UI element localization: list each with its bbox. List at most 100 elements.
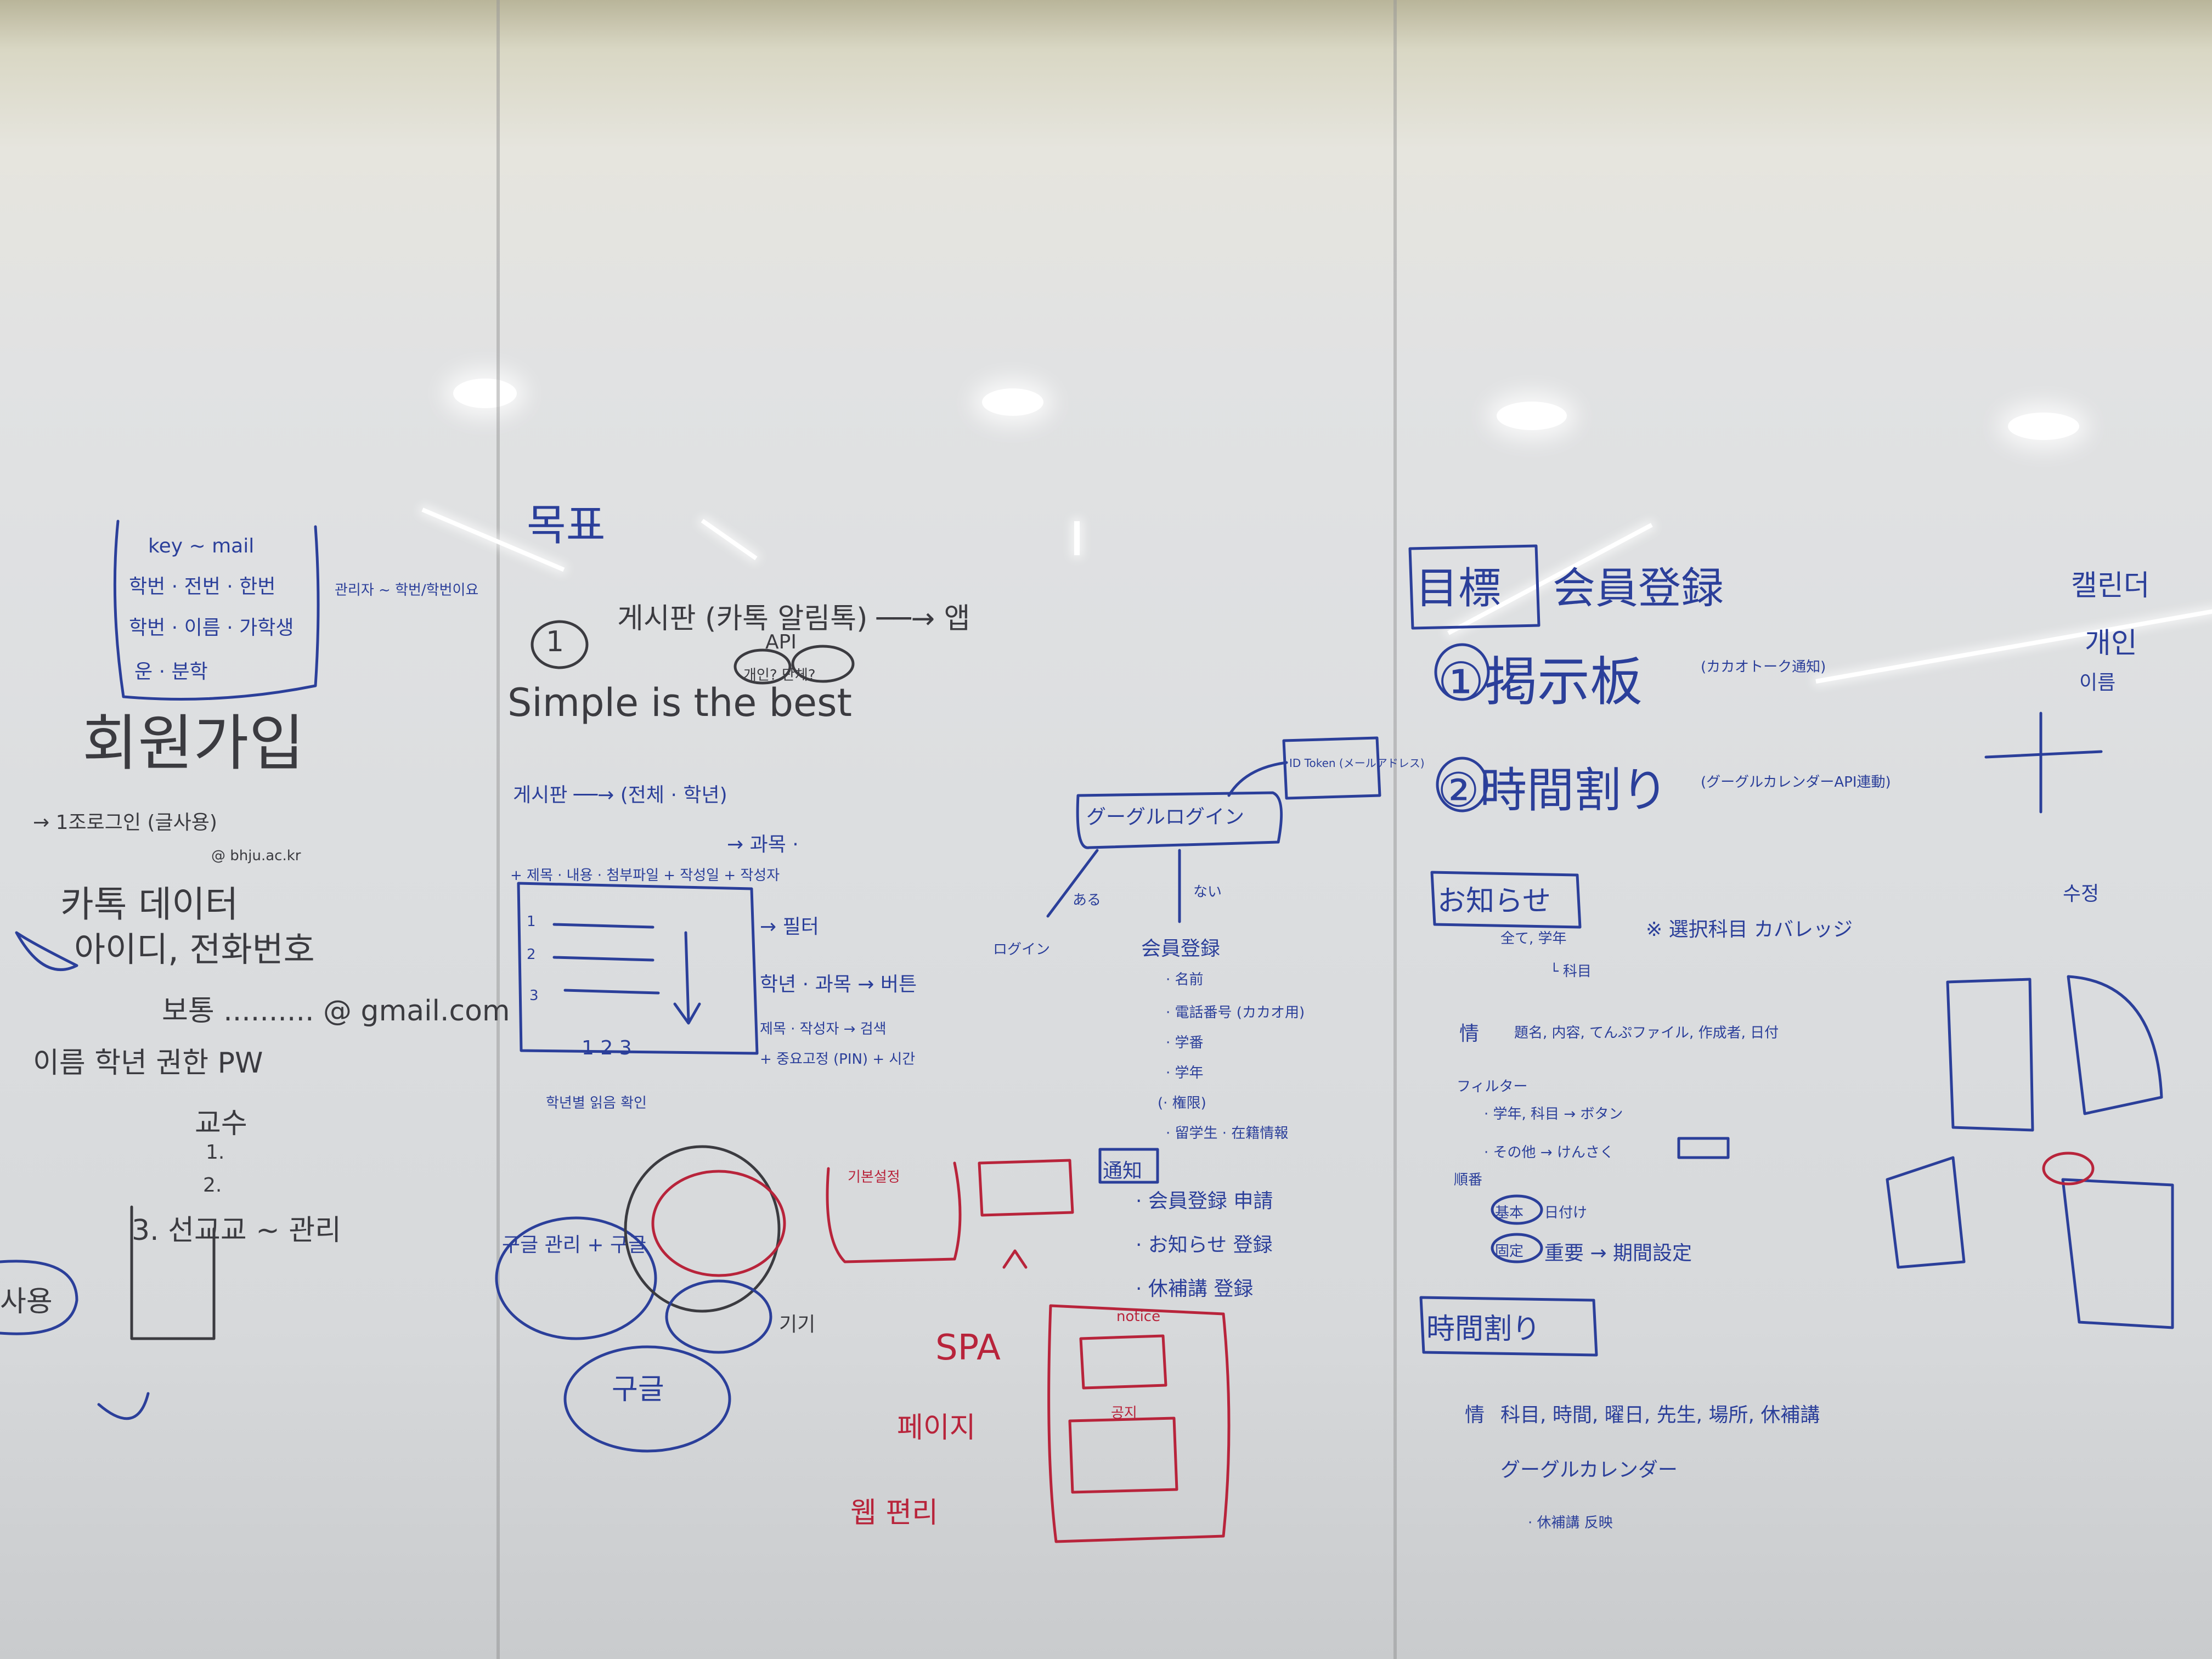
ceiling-light <box>2008 413 2079 440</box>
giga-label: 기기 <box>779 1313 816 1336</box>
note-line: 운 · 분학 <box>134 661 208 683</box>
far-right-red-circle <box>2042 1152 2095 1186</box>
note-domain: @ bhju.ac.kr <box>211 848 301 864</box>
tt-text: 科目, 時間, 曜日, 先生, 場所, 休補講 <box>1500 1404 1820 1426</box>
list-num: 2 <box>527 946 536 963</box>
order-circle <box>1491 1194 1543 1225</box>
tt-info: 情 <box>1465 1404 1485 1426</box>
notice-box: お知らせ <box>1437 885 1551 918</box>
left-bracket <box>130 1205 216 1340</box>
branch-aru: ある <box>1073 892 1102 909</box>
light-reflection <box>1074 521 1080 555</box>
connector <box>1227 761 1288 797</box>
cluster-circle <box>624 1145 781 1313</box>
filter-item-jp: · その他 → けんさく <box>1484 1144 1614 1161</box>
far-right-note: 개인 <box>2085 627 2137 660</box>
filter-item-jp: · 学年, 科目 → ボタン <box>1484 1106 1623 1122</box>
ceiling-light <box>1497 402 1567 430</box>
red-web: 웹 편리 <box>850 1497 939 1530</box>
question-circle <box>791 645 855 683</box>
search-box <box>1677 1137 1730 1159</box>
timetable-box-outline <box>1419 1296 1598 1357</box>
board-label: + 제목 · 내용 · 첨부파일 + 작성일 + 작성자 <box>510 867 780 884</box>
google-login-frame <box>1076 791 1283 849</box>
red-page: 페이지 <box>897 1412 976 1444</box>
notice-box-outline <box>1430 871 1582 929</box>
branch-arrow <box>1046 849 1181 923</box>
red-inner-box <box>1079 1334 1167 1390</box>
red-box1: 기본설정 <box>848 1169 900 1186</box>
note-s3: 3. 선교교 ~ 관리 <box>132 1214 341 1247</box>
item1-circle <box>531 620 589 669</box>
red-box <box>978 1159 1074 1217</box>
board-list-box <box>517 882 759 1055</box>
order-text: 日付け <box>1544 1205 1588 1221</box>
google-circle <box>495 1216 657 1340</box>
item2-note: (グーグルカレンダーAPI連動) <box>1701 774 1891 791</box>
left-title: 회원가입 <box>82 708 304 778</box>
note-n1: 1. <box>206 1141 225 1164</box>
note-kakao: 카톡 데이터 <box>60 883 239 926</box>
notify-label: 通知 <box>1103 1160 1143 1182</box>
filter-line: 제목 · 작성자 → 검색 <box>760 1021 887 1037</box>
item2: ②時間割り <box>1437 763 1669 818</box>
filter-label-jp: フィルター <box>1457 1079 1528 1095</box>
google-login-box: グーグルログイン <box>1086 806 1245 828</box>
note-line: 학번 · 이름 · 가학생 <box>129 617 294 639</box>
google-kr: 구글 관리 + 구글 <box>502 1234 647 1256</box>
goal-box: 目標 <box>1415 564 1502 613</box>
paging: 1 2 3 <box>582 1037 632 1059</box>
reg-item: (· 権限) <box>1158 1095 1206 1111</box>
side-note: 관리자 ~ 학번/학번이요 <box>335 582 479 599</box>
notice-all: 全て, 学年 <box>1500 930 1567 947</box>
order-text: 重要 → 期間設定 <box>1544 1242 1692 1265</box>
item1-num: 1 <box>546 625 565 658</box>
far-right-sketch <box>1886 1156 1966 1269</box>
item1-text: 게시판 (카톡 알림톡) ──→ 앱 <box>617 602 970 635</box>
note-fields: 이름 학년 권한 PW <box>33 1047 263 1080</box>
note-line: 학번 · 전번 · 한번 <box>129 575 276 598</box>
panel-seam <box>496 0 500 1659</box>
board-label: 게시판 ──→ (전체 · 학년) <box>513 784 727 806</box>
branch-nai: ない <box>1193 884 1222 900</box>
red-frame <box>1047 1304 1231 1543</box>
item2-circle-jp <box>1436 757 1488 812</box>
question-circle <box>733 648 792 685</box>
reg-item: · 名前 <box>1166 972 1204 988</box>
filter-line: + 중요고정 (PIN) + 시간 <box>760 1051 916 1068</box>
motto: Simple is the best <box>507 680 852 725</box>
reg-label: 会員登録 <box>1141 938 1221 960</box>
cluster-circle-2 <box>665 1279 772 1354</box>
filter-label: → 필터 <box>760 916 819 938</box>
info-circle: 情 <box>1459 1023 1480 1045</box>
left-bubble <box>0 1260 78 1335</box>
filter-line: 학년 · 과목 → 버튼 <box>760 973 917 996</box>
item1-note: (カカオトーク通知) <box>1701 659 1826 675</box>
far-right-note: 수정 <box>2063 883 2100 905</box>
note-professor: 교수 <box>195 1107 247 1140</box>
reg-item: · 電話番号 (カカオ用) <box>1166 1005 1305 1021</box>
ceiling-light <box>982 388 1043 416</box>
ceiling-light <box>453 379 517 408</box>
far-right-note: 캘린더 <box>2071 569 2150 602</box>
red-spa: SPA <box>935 1328 1001 1368</box>
info-text: 題名, 内容, てんぷファイル, 作成者, 日付 <box>1514 1025 1779 1041</box>
scribble <box>15 931 78 971</box>
item1: ①掲示板 <box>1437 651 1643 713</box>
reg-item: · 学番 <box>1166 1035 1204 1051</box>
reg-item: · 学年 <box>1166 1065 1204 1081</box>
note-arrow: → 1조로그인 (글사용) <box>33 811 217 834</box>
list-num: 1 <box>527 913 536 930</box>
tt-cal: グーグルカレンダー <box>1500 1459 1678 1481</box>
note-common: 보통 .......... @ gmail.com <box>162 995 510 1028</box>
tt-cal2: · 休補講 反映 <box>1528 1515 1613 1531</box>
notice-subject: └ 科目 <box>1550 963 1592 980</box>
middle-heading: 목표 <box>527 501 606 550</box>
down-arrow <box>673 931 701 1025</box>
list-num: 3 <box>529 988 539 1004</box>
note-usage: 사용 <box>0 1285 53 1318</box>
goal-text: 会員登録 <box>1553 564 1724 613</box>
notify-box <box>1098 1148 1159 1184</box>
far-right-sketch <box>1946 978 2034 1132</box>
